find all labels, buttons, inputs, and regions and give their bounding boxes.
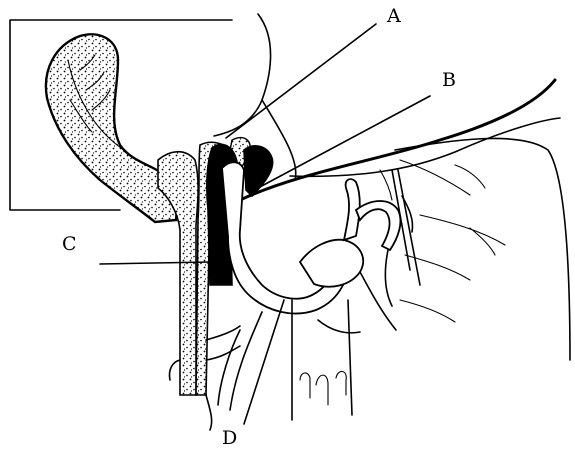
label-c: C [62, 233, 77, 255]
gallbladder [46, 34, 176, 222]
leader-line-a [226, 24, 376, 138]
label-a: A [386, 5, 401, 27]
label-b: B [442, 69, 456, 91]
leader-line-b [258, 96, 430, 188]
leader-line-d [244, 300, 284, 424]
label-d: D [222, 427, 237, 449]
